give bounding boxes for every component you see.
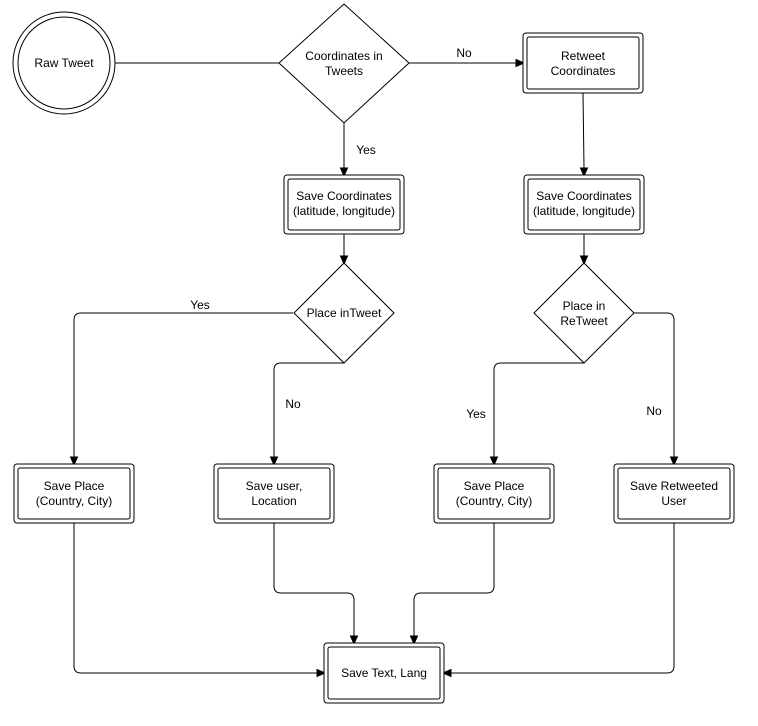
node-save-place-left-line2: (Country, City): [36, 494, 112, 508]
node-coordinates-in-tweets-line1: Coordinates in: [305, 49, 382, 63]
node-coordinates-in-tweets-line2: Tweets: [325, 64, 363, 78]
node-save-retweeted-user-line1: Save Retweeted: [630, 479, 718, 493]
node-save-text-lang: Save Text, Lang: [323, 642, 445, 704]
node-raw-tweet-label: Raw Tweet: [34, 56, 94, 70]
edge-place-tweet-yes: [73, 312, 293, 457]
node-save-place-left-line1: Save Place: [44, 479, 105, 493]
edge-label-place-retweet-yes: Yes: [466, 407, 486, 421]
node-save-coordinates-right: Save Coordinates (latitude, longitude): [523, 174, 645, 235]
arrowhead-saveplace-right-to-text: [409, 635, 419, 646]
arrowhead-place-retweet-no: [669, 456, 679, 467]
arrowhead-coords-no: [515, 58, 526, 68]
edge-label-coords-no: No: [456, 46, 472, 60]
arrowhead-retweet-to-save: [579, 167, 589, 178]
arrowhead-place-retweet-yes: [489, 456, 499, 467]
node-retweet-coordinates-line1: Retweet: [561, 49, 606, 63]
node-save-retweeted-user-line2: User: [661, 494, 686, 508]
edges: [69, 58, 679, 678]
node-save-place-right-line2: (Country, City): [456, 494, 532, 508]
node-place-in-tweet-label: Place inTweet: [307, 306, 382, 320]
node-place-in-tweet: Place inTweet: [293, 262, 395, 364]
edge-place-retweet-yes: [493, 362, 584, 457]
node-save-place-left: Save Place (Country, City): [13, 463, 135, 524]
node-retweet-coordinates: Retweet Coordinates: [522, 32, 644, 94]
edge-labels: No Yes Yes No Yes No: [190, 46, 662, 421]
edge-place-tweet-no: [273, 362, 344, 457]
arrowhead-coords-yes: [339, 167, 349, 178]
edge-place-retweet-no: [634, 312, 675, 457]
arrowhead-savecoords-left-to-place: [339, 255, 349, 266]
node-save-text-lang-label: Save Text, Lang: [341, 666, 427, 680]
edge-label-place-retweet-no: No: [646, 404, 662, 418]
arrowhead-place-tweet-yes: [69, 456, 79, 467]
node-place-in-retweet-line2: ReTweet: [560, 314, 608, 328]
node-save-retweeted-user: Save Retweeted User: [613, 463, 735, 524]
arrowhead-saveplace-left-to-text: [316, 668, 327, 678]
arrowhead-savecoords-right-to-place: [579, 255, 589, 266]
node-save-place-right-line1: Save Place: [464, 479, 525, 493]
edge-saveplace-left-to-text: [73, 523, 317, 674]
edge-label-place-tweet-yes: Yes: [190, 298, 210, 312]
node-coordinates-in-tweets: Coordinates in Tweets: [278, 3, 410, 124]
edge-retweet-to-save: [582, 92, 585, 169]
node-place-in-retweet-line1: Place in: [563, 299, 606, 313]
arrowhead-place-tweet-no: [269, 456, 279, 467]
node-save-user-location-line1: Save user,: [246, 479, 303, 493]
node-save-coordinates-left: Save Coordinates (latitude, longitude): [283, 174, 405, 235]
arrowhead-saveuser-to-text: [349, 635, 359, 646]
edge-saveuser-to-text: [273, 523, 355, 636]
node-place-in-retweet: Place in ReTweet: [533, 262, 635, 364]
node-save-coordinates-right-line1: Save Coordinates: [536, 189, 631, 203]
node-raw-tweet: Raw Tweet: [12, 11, 116, 115]
node-save-coordinates-left-line1: Save Coordinates: [296, 189, 391, 203]
edge-label-place-tweet-no: No: [285, 397, 301, 411]
node-save-user-location-line2: Location: [251, 494, 296, 508]
node-save-place-right: Save Place (Country, City): [433, 463, 555, 524]
node-save-user-location: Save user, Location: [213, 463, 335, 524]
edge-saveplace-right-to-text: [413, 523, 495, 636]
node-save-coordinates-left-line2: (latitude, longitude): [293, 204, 395, 218]
edge-retweeted-to-text: [451, 523, 675, 674]
arrowhead-retweeted-to-text: [441, 668, 452, 678]
node-retweet-coordinates-line2: Coordinates: [551, 64, 616, 78]
edge-label-coords-yes: Yes: [356, 143, 376, 157]
node-save-coordinates-right-line2: (latitude, longitude): [533, 204, 635, 218]
